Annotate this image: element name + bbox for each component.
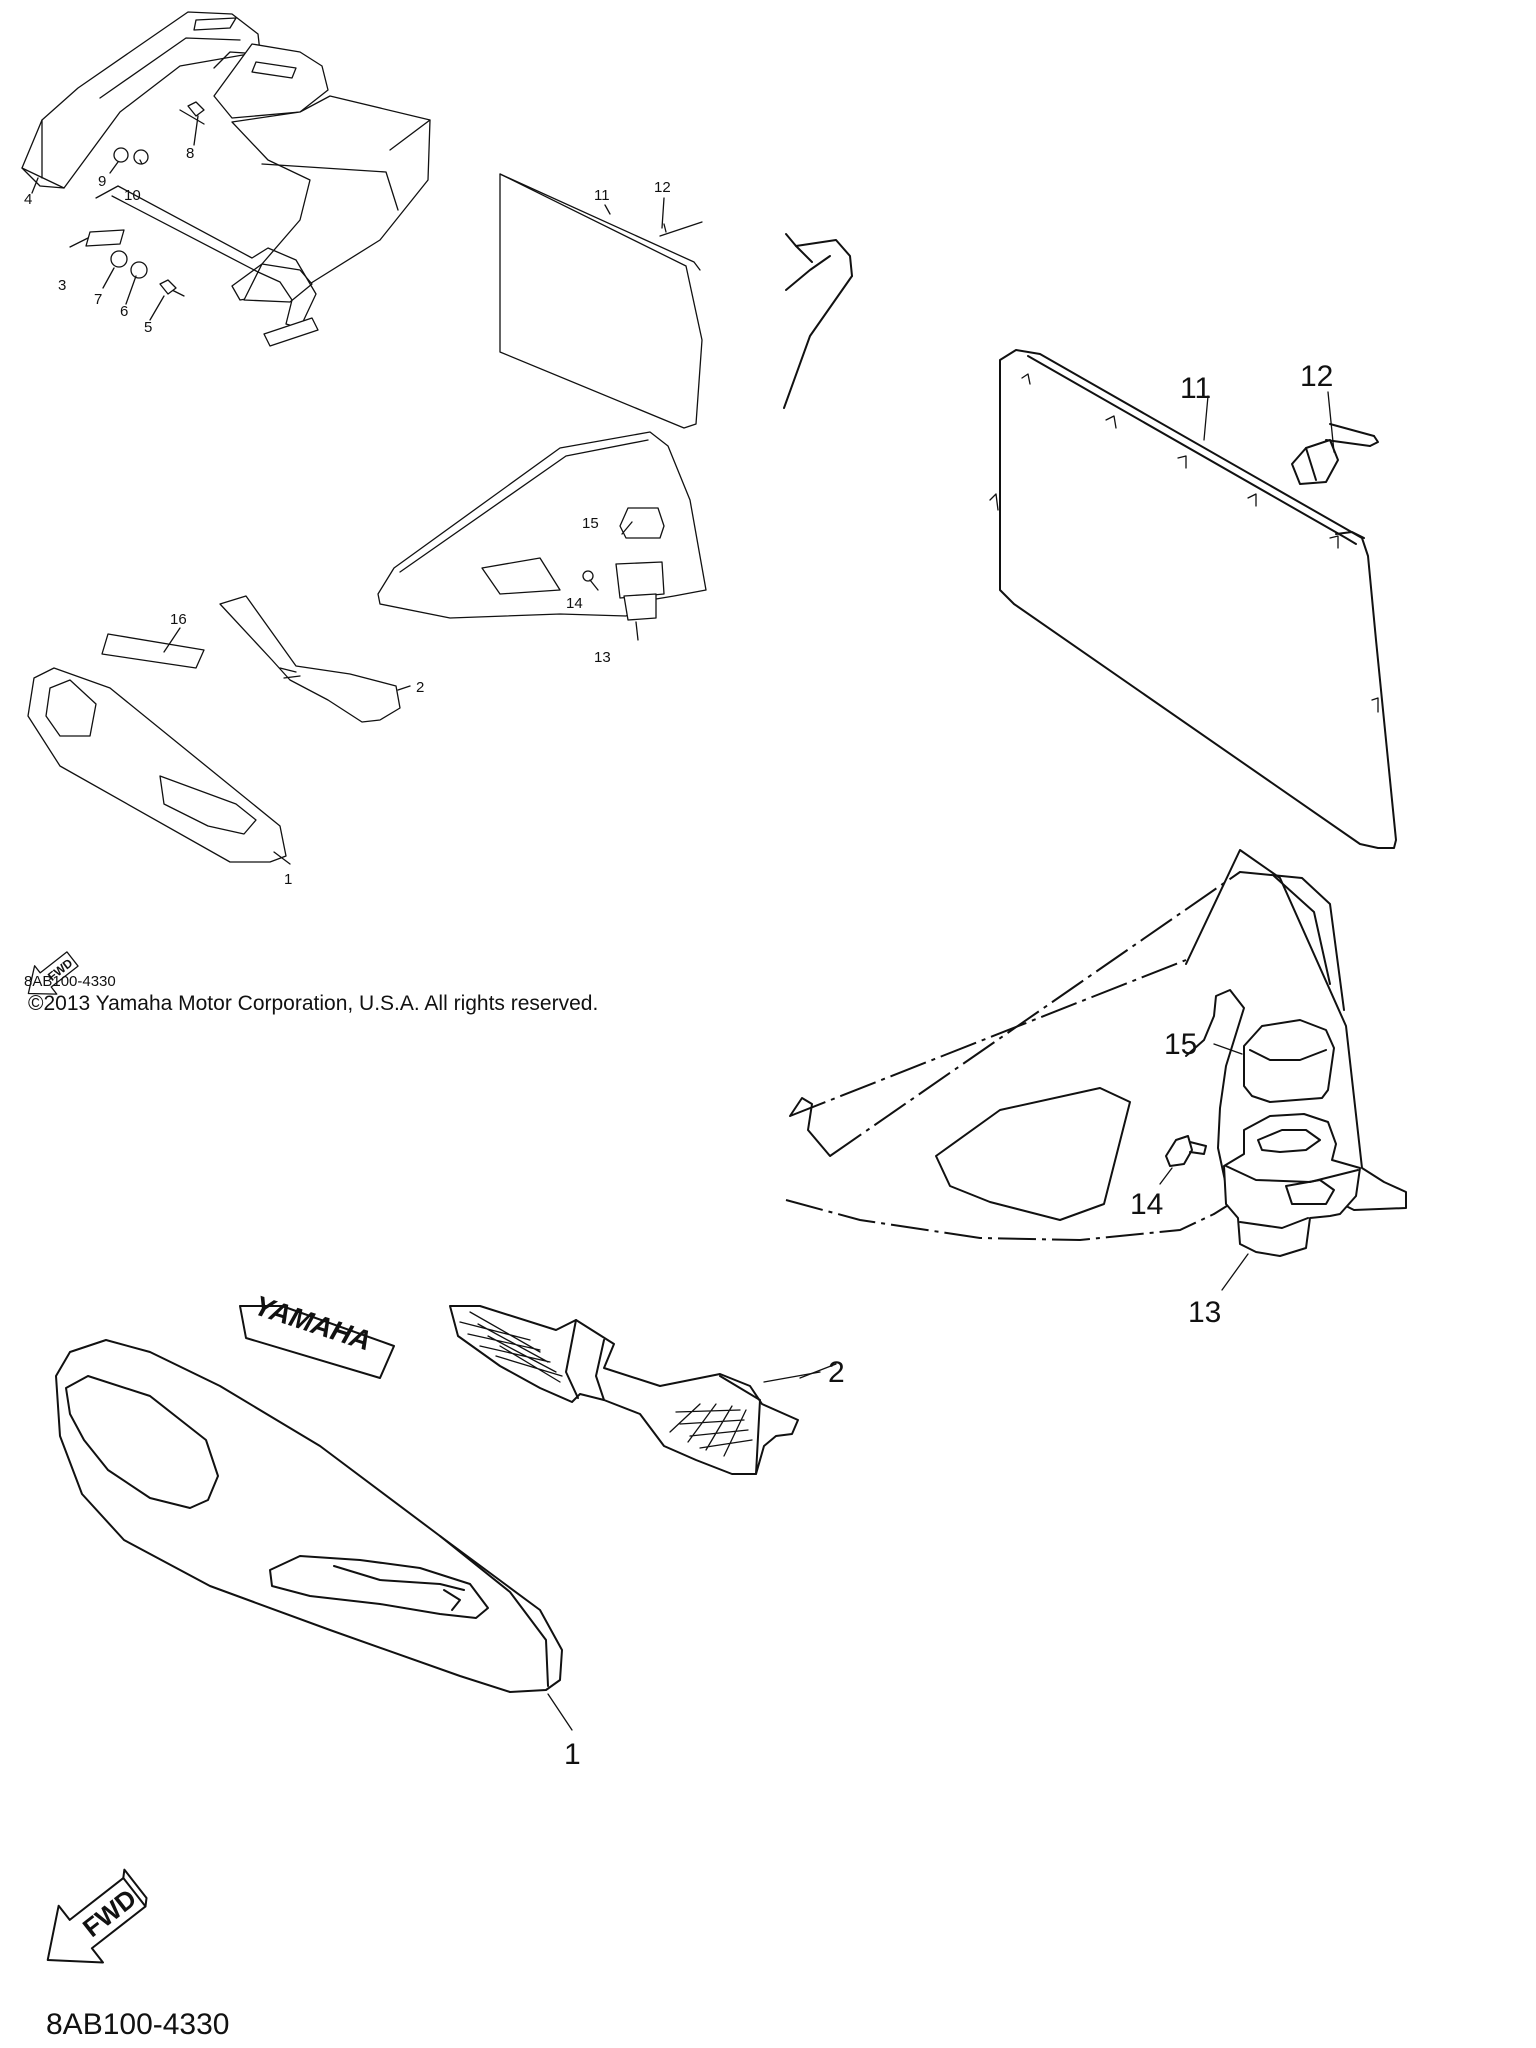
- overview-callout-7: 7: [94, 291, 102, 308]
- callout-1: 1: [564, 1738, 581, 1771]
- front-cover-part-1: [55, 1339, 573, 1731]
- grille-part-2: [449, 1305, 837, 1475]
- part-code-large: 8AB100-4330: [46, 2008, 230, 2041]
- callout-15: 15: [1164, 1028, 1197, 1061]
- detail-callouts: 11 12 15 14 13 2 1: [564, 360, 1333, 1771]
- overview-callout-15: 15: [582, 515, 599, 532]
- overview-callout-9: 9: [98, 173, 106, 190]
- overview-callout-1: 1: [284, 871, 292, 888]
- yamaha-decal-part-16: YAMAHA: [239, 1290, 395, 1379]
- callout-11: 11: [1180, 372, 1211, 405]
- callout-2: 2: [828, 1356, 845, 1389]
- overview-front-cover: [27, 595, 401, 863]
- fwd-arrow-icon: FWD: [46, 1868, 148, 1964]
- fairing-side-detail: [785, 849, 1407, 1291]
- overview-callout-12: 12: [654, 179, 671, 196]
- overview-callout-10: 10: [124, 187, 141, 204]
- overview-callout-6: 6: [120, 303, 128, 320]
- overview-callout-13: 13: [594, 649, 611, 666]
- overview-callout-8: 8: [186, 145, 194, 162]
- overview-thumbnail: FWD 4 9 10 8 3 7 6 5 11 12 15 14 13 16 2…: [21, 11, 707, 995]
- callout-14: 14: [1130, 1188, 1163, 1221]
- overview-callout-11: 11: [594, 187, 610, 204]
- overview-callout-2: 2: [416, 679, 424, 696]
- overview-callout-14: 14: [566, 595, 583, 612]
- overview-fairing-side: [377, 431, 707, 621]
- overview-callout-5: 5: [144, 319, 152, 336]
- frame-corner-detail: [783, 233, 853, 409]
- overview-frame-assembly: [21, 11, 431, 347]
- overview-leader-lines: [31, 115, 665, 865]
- part-code-small: 8AB100-4330: [24, 973, 116, 990]
- overview-callout-16: 16: [170, 611, 187, 628]
- panel-part-11: [989, 349, 1397, 849]
- overview-callout-3: 3: [58, 277, 66, 294]
- overview-panel: [499, 173, 703, 429]
- overview-callouts: 4 9 10 8 3 7 6 5 11 12 15 14 13 16 2 1: [24, 145, 671, 888]
- overview-callout-4: 4: [24, 191, 32, 208]
- callout-12: 12: [1300, 360, 1333, 393]
- callout-13: 13: [1188, 1296, 1221, 1329]
- copyright-notice: ©2013 Yamaha Motor Corporation, U.S.A. A…: [28, 992, 599, 1015]
- push-rivet-part-12: [1291, 423, 1379, 485]
- detail-leader-lines: [763, 391, 1335, 1383]
